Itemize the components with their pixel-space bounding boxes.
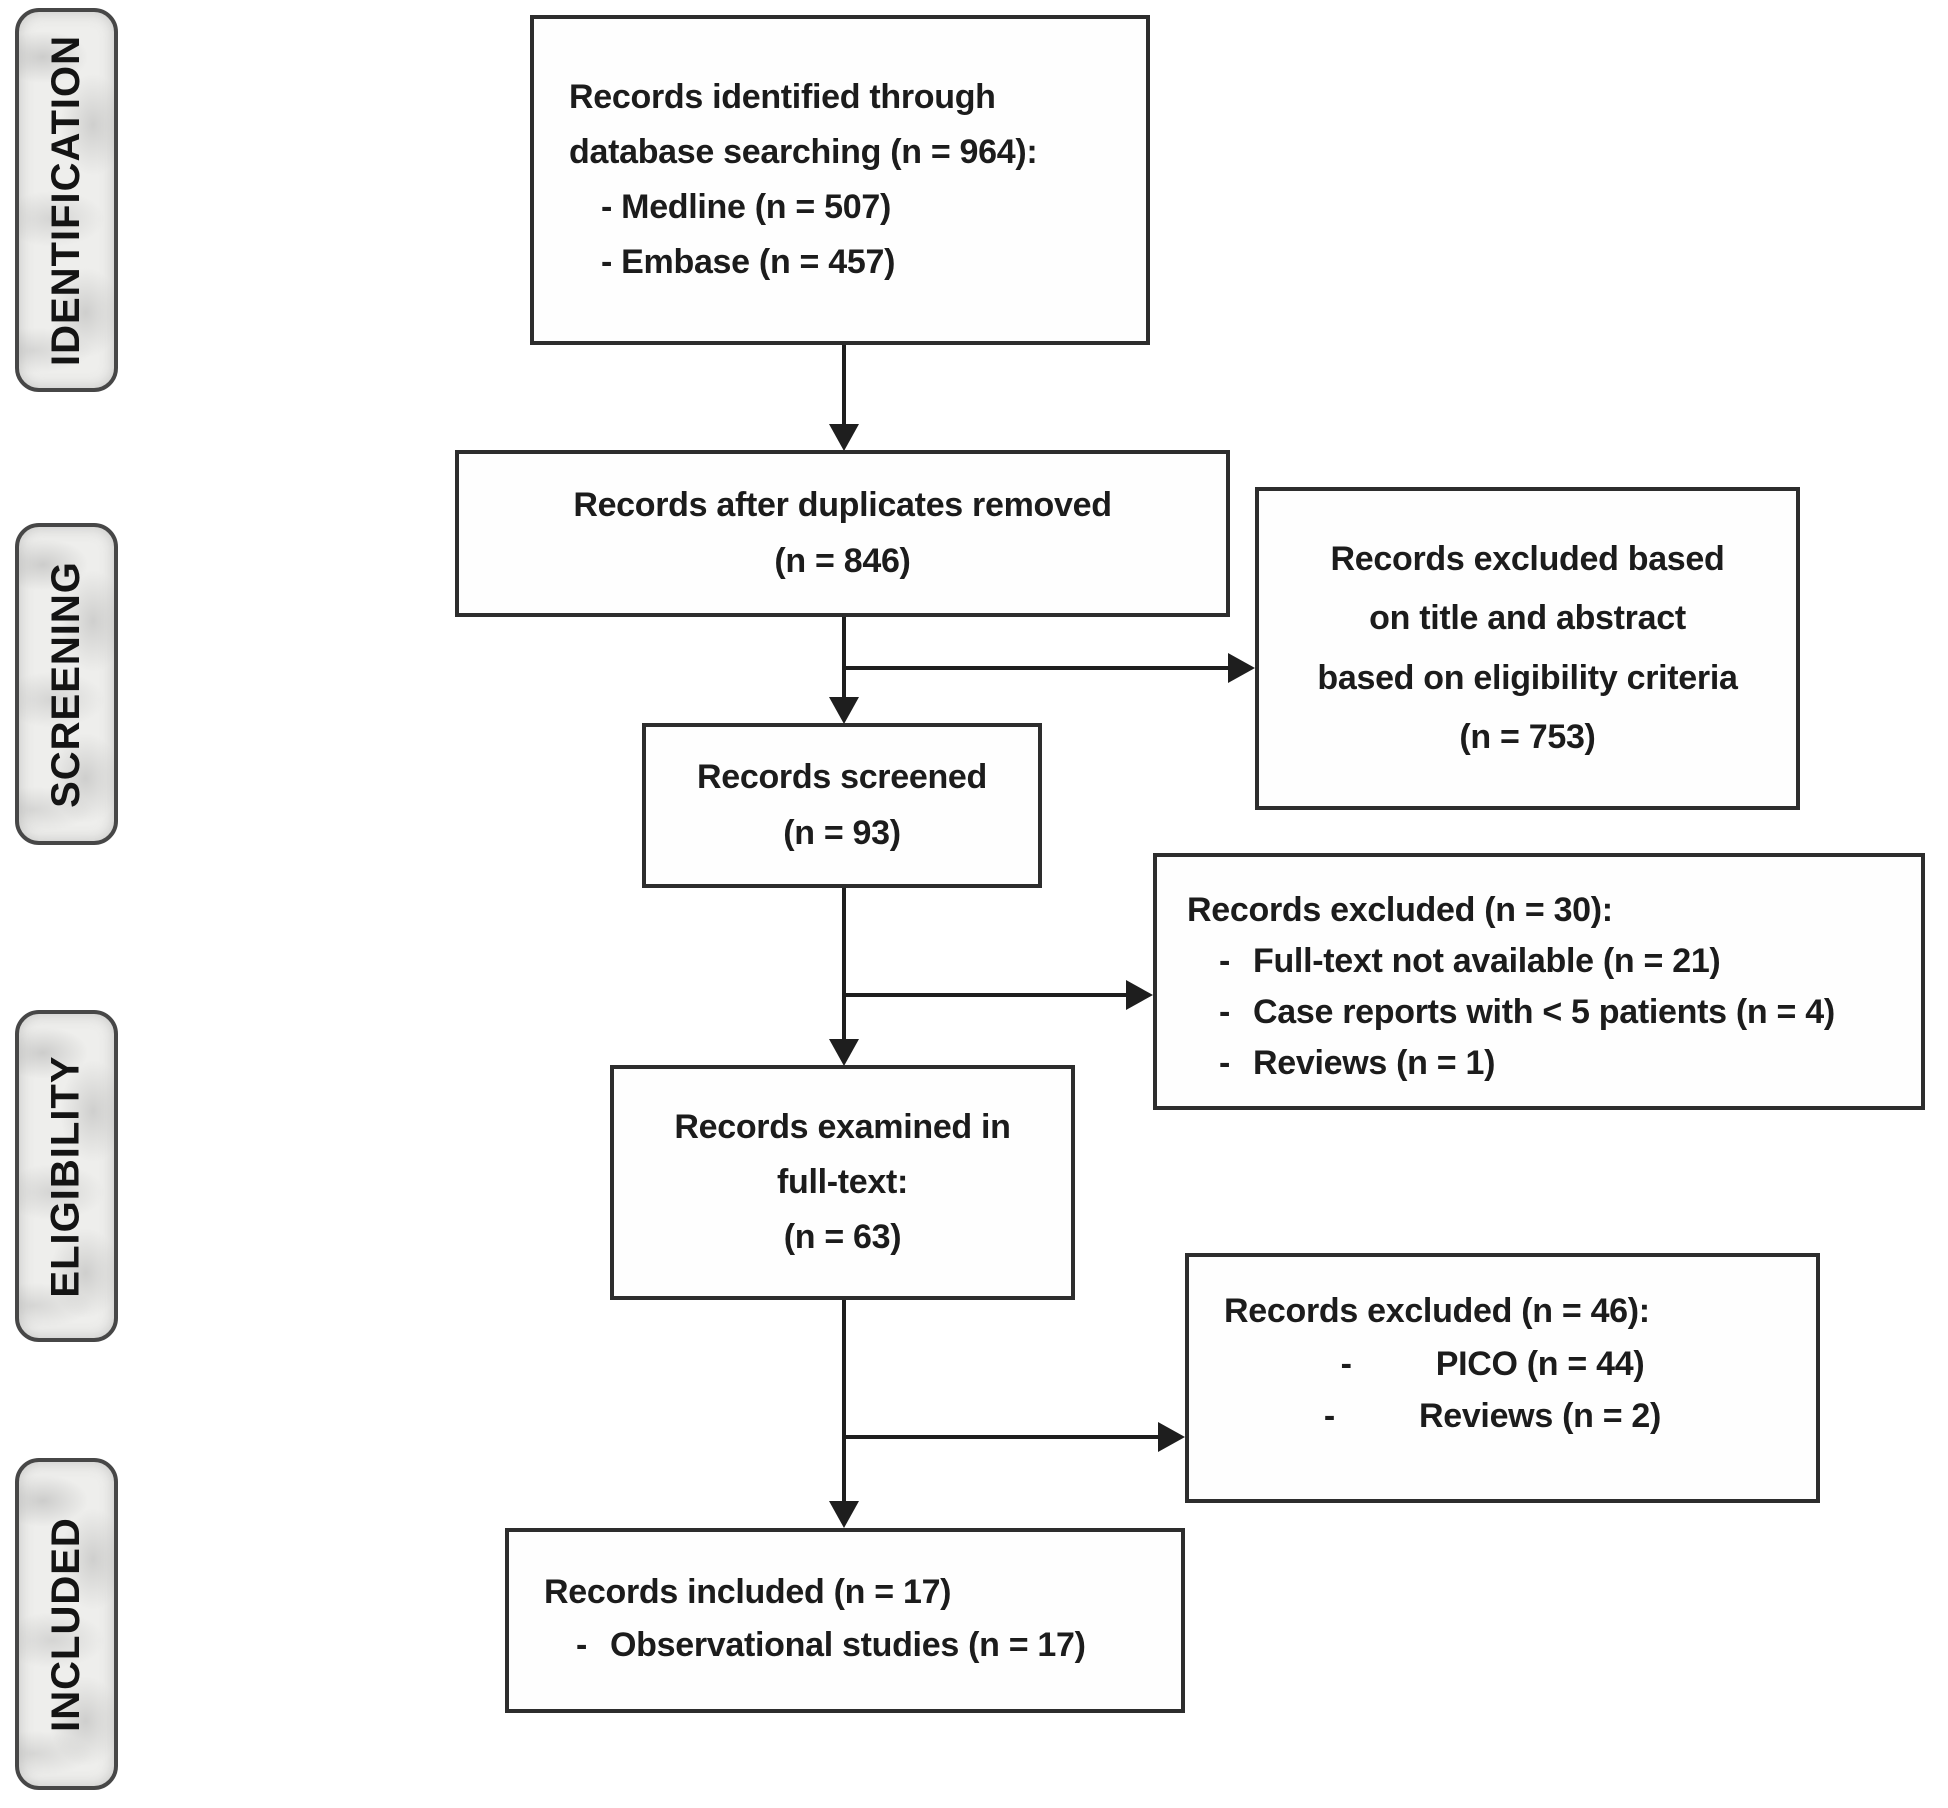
- excluded-ta-line-2: on title and abstract: [1369, 599, 1686, 637]
- arrowhead-down-included: [829, 1501, 859, 1528]
- arrowhead-down-screened: [829, 697, 859, 724]
- box-records-included: Records included (n = 17) - Observationa…: [505, 1528, 1185, 1713]
- identified-line-2: database searching (n = 964):: [569, 132, 1038, 171]
- box-excluded-screening: Records excluded (n = 30): - Full-text n…: [1153, 853, 1925, 1110]
- included-bullet-1-text: Observational studies (n = 17): [610, 1625, 1086, 1664]
- stage-included-label: INCLUDED: [44, 1516, 89, 1732]
- excluded-46-bullet-1-dash: -: [1340, 1344, 1352, 1383]
- identified-bullet-embase: - Embase (n = 457): [601, 243, 896, 282]
- duplicates-line-1: Records after duplicates removed: [573, 486, 1112, 525]
- included-bullet-1-dash: -: [576, 1625, 588, 1664]
- box-records-screened: Records screened (n = 93): [642, 723, 1042, 888]
- excluded-46-bullet-2-text: Reviews (n = 2): [1418, 1397, 1662, 1436]
- stage-identification: IDENTIFICATION: [15, 8, 118, 392]
- stage-eligibility-label: ELIGIBILITY: [44, 1054, 88, 1298]
- arrowhead-down-fulltext: [829, 1039, 859, 1066]
- excluded-46-bullet-1: - PICO (n = 44): [1224, 1338, 1806, 1391]
- connector-screened-to-fulltext: [842, 888, 846, 1040]
- duplicates-line-2: (n = 846): [774, 541, 911, 580]
- excluded-30-bullet-3: - Reviews (n = 1): [1187, 1038, 1911, 1089]
- excluded-ta-line-1: Records excluded based: [1330, 539, 1725, 578]
- excluded-30-bullet-3-text: Reviews (n = 1): [1253, 1044, 1496, 1082]
- excluded-ta-line-4: (n = 753): [1459, 718, 1596, 756]
- arrowhead-down-duplicates: [829, 424, 859, 451]
- identified-bullet-medline: - Medline (n = 507): [601, 188, 891, 226]
- box-duplicates-removed: Records after duplicates removed (n = 84…: [455, 450, 1230, 617]
- arrowhead-right-excluded-46: [1158, 1422, 1185, 1452]
- stage-eligibility: ELIGIBILITY: [15, 1010, 118, 1342]
- included-bullet-1: - Observational studies (n = 17): [544, 1619, 1171, 1672]
- excluded-30-title: Records excluded (n = 30):: [1187, 891, 1613, 929]
- excluded-30-bullet-1: - Full-text not available (n = 21): [1187, 936, 1911, 987]
- stage-screening-label: SCREENING: [44, 560, 88, 808]
- connector-identified-to-duplicates: [842, 345, 846, 427]
- connector-branch-title-abstract: [842, 666, 1229, 670]
- screened-line-2: (n = 93): [783, 813, 901, 852]
- fulltext-line-2: full-text:: [776, 1162, 909, 1201]
- connector-branch-excluded-30: [842, 993, 1127, 997]
- excluded-30-bullet-2-text: Case reports with < 5 patients (n = 4): [1253, 993, 1835, 1031]
- excluded-ta-line-3: based on eligibility criteria: [1317, 658, 1738, 697]
- box-records-identified: Records identified through database sear…: [530, 15, 1150, 345]
- excluded-46-bullet-2: - Reviews (n = 2): [1224, 1390, 1806, 1443]
- box-excluded-title-abstract: Records excluded based on title and abst…: [1255, 487, 1800, 810]
- excluded-46-bullet-2-dash: -: [1323, 1397, 1335, 1436]
- fulltext-line-3: (n = 63): [783, 1218, 902, 1257]
- fulltext-line-1: Records examined in: [674, 1107, 1011, 1146]
- excluded-46-title: Records excluded (n = 46):: [1224, 1292, 1650, 1330]
- connector-duplicates-to-screened: [842, 617, 846, 699]
- stage-included: INCLUDED: [15, 1458, 118, 1790]
- excluded-46-bullet-1-text: PICO (n = 44): [1435, 1344, 1645, 1383]
- excluded-30-bullet-3-dash: -: [1219, 1044, 1231, 1082]
- screened-line-1: Records screened: [696, 758, 987, 797]
- excluded-30-bullet-2: - Case reports with < 5 patients (n = 4): [1187, 987, 1911, 1038]
- stage-identification-label: IDENTIFICATION: [44, 34, 89, 366]
- box-excluded-fulltext: Records excluded (n = 46): - PICO (n = 4…: [1185, 1253, 1820, 1503]
- excluded-30-bullet-2-dash: -: [1219, 993, 1231, 1031]
- excluded-30-bullet-1-text: Full-text not available (n = 21): [1253, 942, 1721, 980]
- included-line-1: Records included (n = 17): [544, 1573, 952, 1611]
- stage-screening: SCREENING: [15, 523, 118, 845]
- excluded-30-bullet-1-dash: -: [1219, 942, 1231, 980]
- connector-fulltext-to-included: [842, 1300, 846, 1502]
- connector-branch-excluded-46: [842, 1435, 1159, 1439]
- arrowhead-right-title-abstract: [1228, 653, 1255, 683]
- box-examined-fulltext: Records examined in full-text: (n = 63): [610, 1065, 1075, 1300]
- arrowhead-right-excluded-30: [1126, 980, 1153, 1010]
- identified-line-1: Records identified through: [569, 77, 996, 116]
